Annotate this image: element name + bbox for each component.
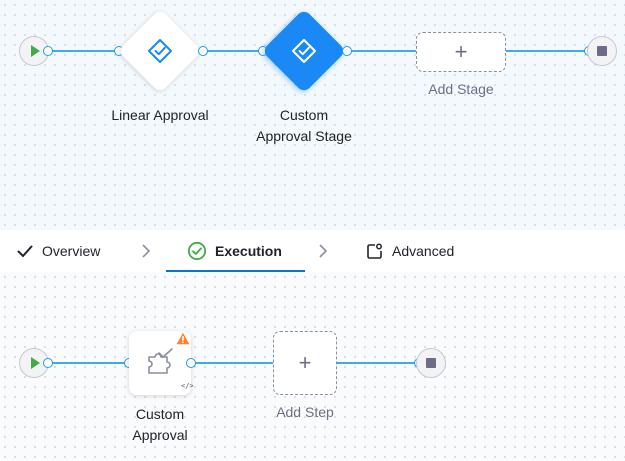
chevron-right-icon [141, 230, 151, 272]
add-stage-button[interactable]: + [416, 32, 506, 72]
step-label-line2: Approval [132, 427, 188, 443]
chevron-right-icon [318, 230, 328, 272]
stage-custom-approval[interactable] [261, 8, 347, 94]
tab-advanced[interactable]: Advanced [366, 230, 454, 272]
pipeline-end-node[interactable] [587, 36, 617, 66]
tab-label: Execution [215, 243, 282, 259]
check-circle-icon [187, 241, 207, 261]
stage-label-line1: Custom [279, 107, 329, 123]
connector-port [43, 358, 53, 368]
connector-port [43, 46, 53, 56]
settings-box-icon [367, 243, 382, 259]
stage-label: Linear Approval [111, 107, 209, 123]
connector-line [337, 362, 416, 364]
step-label-line1: Custom [135, 406, 185, 422]
connector-line [207, 50, 261, 52]
add-stage-label: Add Stage [428, 81, 494, 97]
stop-icon [426, 358, 436, 368]
puzzle-approval-icon [148, 348, 173, 374]
execution-end-node[interactable] [416, 348, 446, 378]
connector-line [195, 362, 273, 364]
tab-label: Advanced [392, 243, 455, 259]
check-icon [17, 245, 33, 257]
tab-label: Overview [42, 243, 101, 259]
play-icon [31, 357, 40, 369]
execution-canvas [0, 272, 625, 461]
stage-linear-approval[interactable] [117, 8, 203, 94]
tab-overview[interactable]: Overview [16, 230, 100, 272]
connector-line [506, 50, 586, 52]
play-icon [31, 45, 40, 57]
connector-port [186, 358, 196, 368]
connector-line [350, 50, 416, 52]
stop-icon [597, 46, 607, 56]
plus-icon: + [454, 39, 468, 64]
connector-port [342, 46, 352, 56]
connector-line [52, 50, 116, 52]
connector-line [52, 362, 130, 364]
active-tab-indicator [166, 270, 305, 272]
tab-execution[interactable]: Execution [187, 230, 282, 272]
warning-icon [176, 332, 190, 345]
approval-icon [292, 39, 316, 63]
stage-tabs-bar [0, 230, 625, 272]
plus-icon: + [298, 350, 312, 375]
code-icon: </> [181, 382, 194, 390]
connector-port [198, 46, 208, 56]
add-step-button[interactable]: + [273, 331, 337, 395]
approval-icon [148, 39, 172, 63]
add-step-label: Add Step [276, 404, 334, 420]
stage-label-line2: Approval Stage [256, 128, 352, 144]
